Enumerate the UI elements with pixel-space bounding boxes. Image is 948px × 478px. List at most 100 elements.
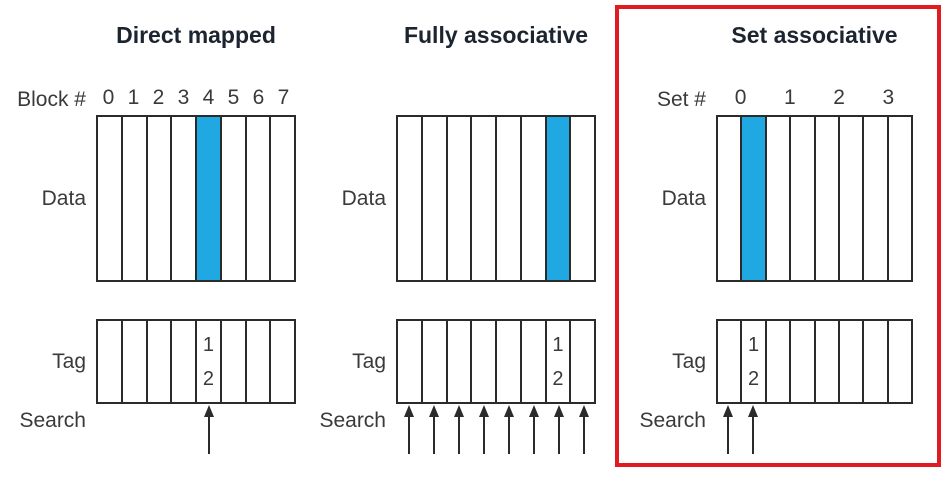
data-cell [470, 117, 495, 280]
tag-value: 1 [202, 333, 214, 356]
highlighted-data-cell [544, 117, 570, 280]
tag-cell [519, 321, 545, 402]
data-cell [398, 117, 421, 280]
data-cell [569, 117, 594, 280]
data-cell [764, 117, 789, 280]
up-arrow-icon [578, 405, 589, 454]
data-cell [837, 117, 862, 280]
tag-label: Tag [52, 350, 86, 373]
index-header: 3 [882, 86, 895, 109]
tag-cell [837, 321, 862, 402]
search-label: Search [639, 409, 706, 432]
up-arrow-icon [478, 405, 489, 454]
arrowhead [453, 405, 464, 417]
tag-cell [445, 321, 471, 402]
arrowhead [503, 405, 514, 417]
data-cell [269, 117, 294, 280]
data-cell [789, 117, 813, 280]
data-cell [98, 117, 121, 280]
index-header: 0 [734, 86, 747, 109]
index-header: 0 [102, 86, 115, 109]
data-cell [420, 117, 446, 280]
tag-cell [420, 321, 446, 402]
arrowhead [723, 405, 734, 417]
block-number-label: Block # [17, 88, 86, 111]
panel-title: Fully associative [403, 22, 589, 48]
up-arrow-icon [203, 405, 214, 454]
tag-cell [269, 321, 294, 402]
up-arrow-icon [503, 405, 514, 454]
arrow-shaft [482, 414, 485, 454]
data-cell [120, 117, 146, 280]
tag-cell [170, 321, 195, 402]
arrowhead [578, 405, 589, 417]
data-cell [813, 117, 838, 280]
data-label: Data [341, 187, 386, 210]
index-header: 2 [152, 86, 165, 109]
tag-cell [813, 321, 838, 402]
data-cell [244, 117, 270, 280]
data-array [716, 115, 913, 282]
tag-cell [718, 321, 740, 402]
data-cell [718, 117, 740, 280]
panel-title: Set associative [731, 22, 898, 48]
arrow-shaft [532, 414, 535, 454]
up-arrow-icon [453, 405, 464, 454]
arrow-shaft [727, 414, 730, 454]
data-array [396, 115, 596, 282]
set-number-headers: 0 1 2 3 [716, 86, 913, 112]
arrow-shaft [751, 414, 754, 454]
up-arrow-icon [723, 405, 734, 454]
search-label: Search [319, 409, 386, 432]
arrow-shaft [557, 414, 560, 454]
search-label: Search [19, 409, 86, 432]
tag-label: Tag [672, 350, 706, 373]
tag-value: 1 [748, 333, 760, 356]
data-cell [219, 117, 245, 280]
index-header: 4 [202, 86, 215, 109]
arrowhead [747, 405, 758, 417]
index-header: 1 [784, 86, 796, 109]
tag-value: 1 [552, 333, 564, 356]
up-arrow-icon [428, 405, 439, 454]
tag-cell [569, 321, 594, 402]
arrowhead [403, 405, 414, 417]
arrow-shaft [407, 414, 410, 454]
panel-title: Direct mapped [116, 22, 276, 48]
tag-value: 2 [748, 367, 760, 390]
index-header: 5 [227, 86, 240, 109]
tag-cell [398, 321, 421, 402]
highlighted-data-cell [740, 117, 765, 280]
arrow-shaft [457, 414, 460, 454]
set-number-label: Set # [656, 88, 706, 111]
data-cell [862, 117, 886, 280]
arrowhead [203, 405, 214, 417]
arrowhead [428, 405, 439, 417]
tag-cell [219, 321, 245, 402]
data-cell [495, 117, 520, 280]
data-cell [519, 117, 545, 280]
data-cell [445, 117, 471, 280]
tag-cell [98, 321, 121, 402]
search-arrows [396, 405, 596, 454]
arrowhead [528, 405, 539, 417]
up-arrow-icon [528, 405, 539, 454]
tag-cell [470, 321, 495, 402]
tag-cell [145, 321, 171, 402]
data-cell [886, 117, 911, 280]
tag-cell [886, 321, 911, 402]
tag-cell [862, 321, 886, 402]
arrow-shaft [582, 414, 585, 454]
tag-cell [244, 321, 270, 402]
tag-cell [120, 321, 146, 402]
tag-label: Tag [352, 350, 386, 373]
arrowhead [553, 405, 564, 417]
index-header: 2 [833, 86, 845, 109]
data-label: Data [41, 187, 86, 210]
